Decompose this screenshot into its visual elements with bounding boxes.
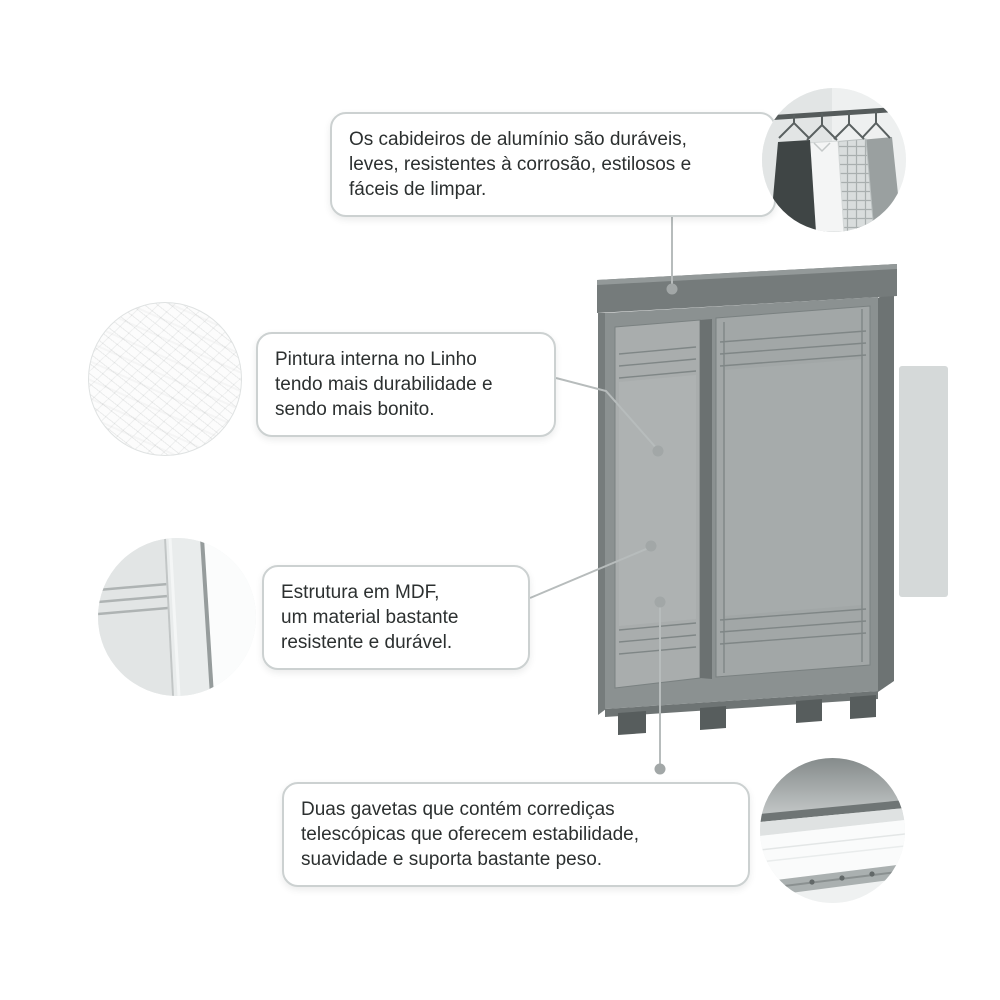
background-panel	[899, 366, 948, 597]
callout-internal-paint: Pintura interna no Linho tendo mais dura…	[256, 332, 556, 437]
left-door-grooves	[618, 346, 697, 655]
hanging-clothes-photo	[762, 88, 906, 232]
wardrobe-feet	[618, 695, 876, 735]
wardrobe-middle-stile	[700, 319, 712, 679]
mdf-frame-icon	[98, 538, 256, 696]
linho-texture-photo	[88, 302, 242, 456]
connector-lines	[529, 213, 673, 770]
wardrobe-right-side	[878, 289, 894, 692]
connector-dot	[666, 283, 678, 295]
callout-hangers: Os cabideiros de alumínio são duráveis, …	[330, 112, 776, 217]
callout-drawers: Duas gavetas que contém corrediças teles…	[282, 782, 750, 887]
connector-dot	[654, 596, 666, 608]
drawer-slide-icon	[760, 758, 905, 903]
connector-paint	[555, 377, 659, 451]
callout-mdf-structure: Estrutura em MDF, um material bastante r…	[262, 565, 530, 670]
wardrobe-left-edge	[598, 313, 606, 715]
right-door-grooves	[719, 309, 867, 673]
callout-internal-paint-text: Pintura interna no Linho tendo mais dura…	[275, 349, 493, 420]
connector-dot	[645, 540, 657, 552]
connector-dot	[652, 445, 664, 457]
callout-drawers-text: Duas gavetas que contém corrediças teles…	[301, 799, 639, 870]
callout-mdf-structure-text: Estrutura em MDF, um material bastante r…	[281, 582, 459, 653]
wardrobe-right-door-panel	[724, 359, 862, 616]
callout-hangers-text: Os cabideiros de alumínio são duráveis, …	[349, 129, 692, 200]
connector-dots	[645, 283, 678, 775]
hanging-clothes-icon	[762, 88, 906, 232]
wardrobe-base	[605, 691, 878, 717]
wardrobe-left-door-panel	[619, 375, 696, 626]
mdf-frame-photo	[98, 538, 256, 696]
connector-mdf	[529, 546, 652, 599]
drawer-slide-photo	[760, 758, 905, 903]
connector-dot	[654, 763, 666, 775]
wardrobe-illustration	[597, 264, 897, 735]
